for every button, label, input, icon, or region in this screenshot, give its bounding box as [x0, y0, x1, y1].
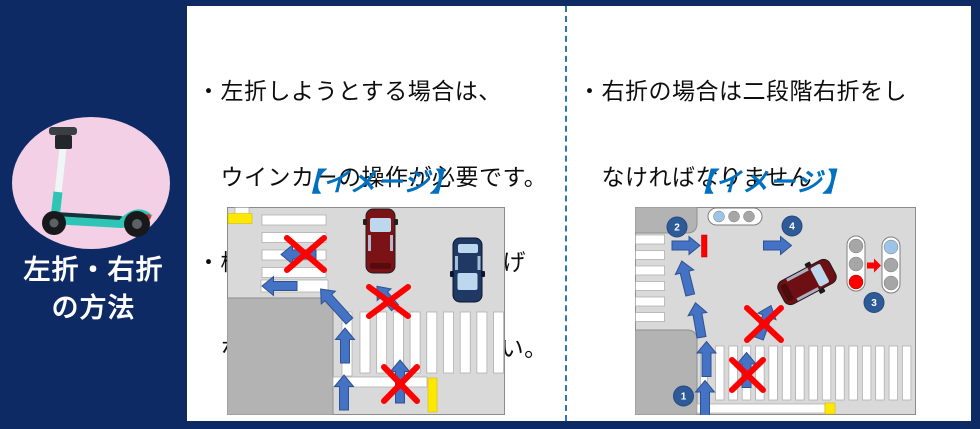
sidebar-title-line2: の方法 — [51, 293, 136, 323]
sidebar-title-line1: 左折・右折 — [23, 255, 164, 285]
scooter-icon — [12, 117, 170, 249]
red-x-icon — [366, 284, 411, 319]
traffic-light-horizontal — [707, 207, 763, 226]
stop-line — [332, 376, 428, 388]
red-right-arrow-icon — [867, 258, 881, 273]
crosswalk-bottom — [359, 311, 504, 374]
step-circle-3: 3 — [863, 292, 885, 313]
crosswalk-left — [635, 234, 665, 322]
sidebar-title: 左折・右折 の方法 — [0, 251, 187, 327]
sidebar: 左折・右折 の方法 — [0, 0, 187, 429]
car-red-icon — [777, 258, 837, 306]
svg-text:1: 1 — [681, 392, 687, 403]
stop-line — [696, 403, 826, 414]
left-turn-diagram — [227, 207, 505, 415]
two-stage-right-turn-diagram: 1 2 3 4 — [635, 207, 916, 415]
red-stop-bar — [701, 234, 708, 258]
yellow-curb — [227, 213, 253, 224]
svg-text:3: 3 — [871, 298, 877, 309]
bullet-line: ・左折しようとする場合は、 — [197, 78, 502, 104]
image-label-right: 【イメージ】 — [688, 167, 850, 197]
red-x-icon — [744, 305, 784, 343]
yellow-curb — [427, 377, 438, 413]
svg-text:4: 4 — [789, 222, 795, 233]
red-x-icon — [284, 235, 327, 273]
svg-text:2: 2 — [674, 223, 680, 234]
step-circle-2: 2 — [666, 216, 688, 238]
bullet-line: ウインカーの操作が必要です。 — [197, 163, 548, 190]
scooter-illustration — [42, 127, 153, 237]
traffic-light-red — [846, 235, 866, 292]
car-navy-icon — [450, 237, 485, 303]
right-turn-notes: ・右折の場合は二段階右折をし なければなりません — [578, 20, 907, 248]
traffic-light-blue — [881, 236, 901, 294]
step-circle-4: 4 — [781, 215, 803, 237]
corner-block — [227, 297, 334, 415]
car-red-icon — [363, 208, 398, 274]
section-divider — [565, 6, 567, 421]
red-x-icon — [729, 357, 766, 393]
bullet-line: ・右折の場合は二段階右折をし — [578, 78, 907, 104]
content-panel: ・左折しようとする場合は、 ウインカーの操作が必要です。 ・横断中の歩行者の通行… — [187, 6, 971, 421]
step-circle-1: 1 — [673, 385, 694, 407]
yellow-curb — [824, 402, 836, 415]
red-x-icon — [381, 364, 420, 404]
bullet-line: なければなりません — [578, 163, 813, 190]
corner-block — [635, 207, 698, 234]
image-label-left: 【イメージ】 — [295, 167, 458, 197]
